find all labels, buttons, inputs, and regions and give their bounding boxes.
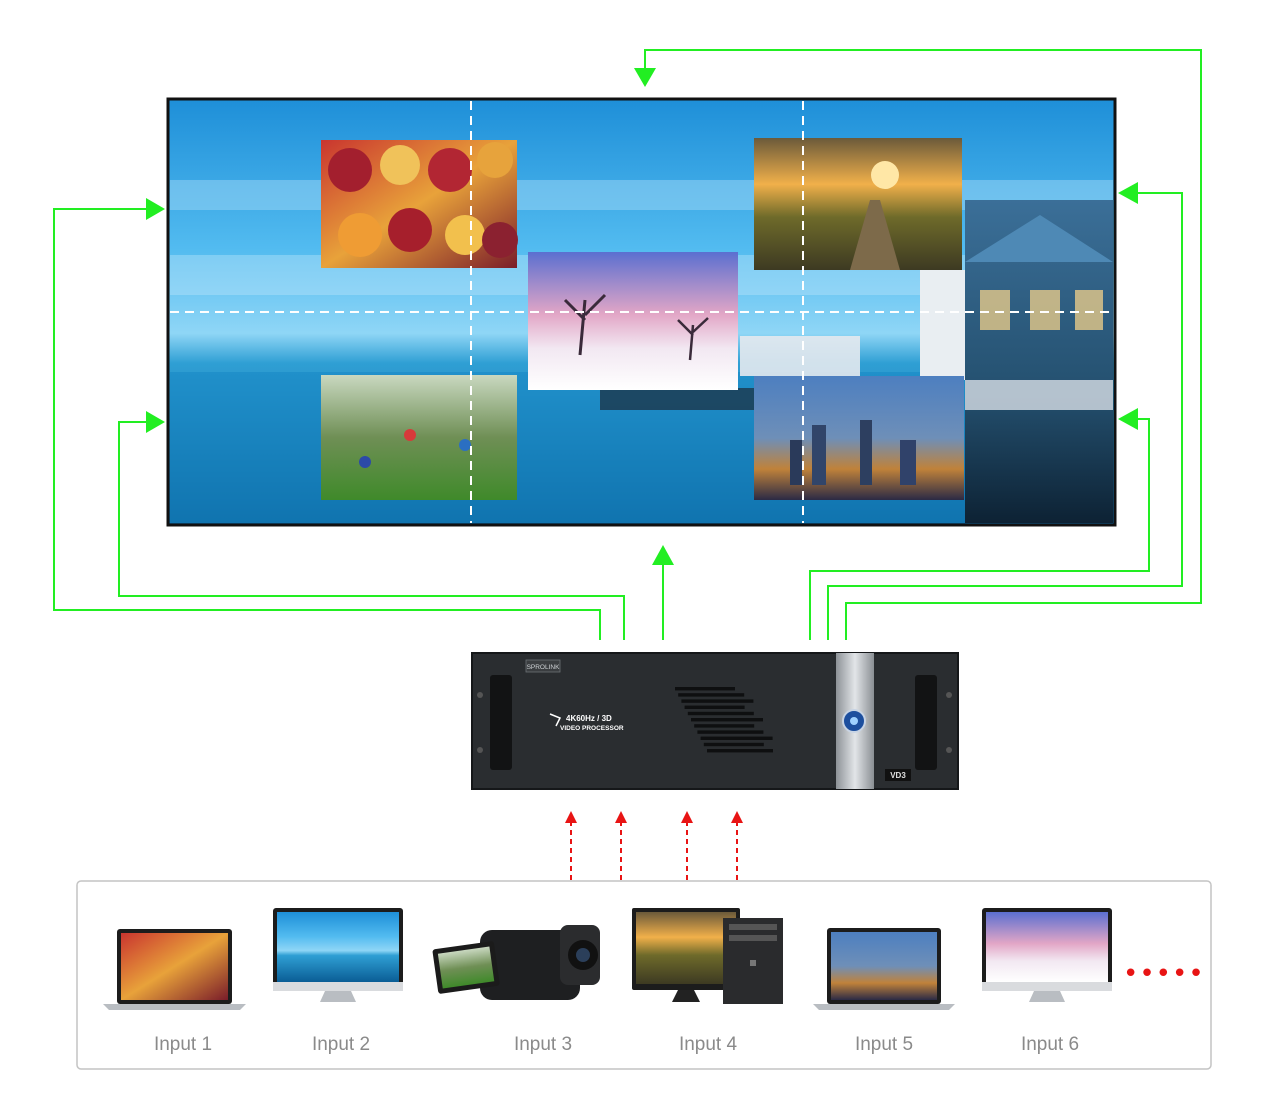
video-processor: SPROLINK 4K60Hz / 3D VIDEO PROCESSOR VD3: [471, 652, 959, 790]
v-logo-stripe: [675, 687, 735, 691]
window-city-night: [754, 376, 964, 500]
window-snow-trees: [528, 252, 738, 390]
output-signal-lines: [53, 49, 1202, 640]
spec-icon: [549, 713, 562, 727]
left-rack-handle: [490, 675, 512, 770]
input-label: Input 6: [1020, 1034, 1080, 1055]
arrow-head-up: [565, 811, 577, 823]
brand-plate: [525, 659, 561, 673]
monitor-icon: [273, 908, 403, 1002]
rack-screw: [946, 692, 952, 698]
arrow-head-up: [681, 811, 693, 823]
video-wall: [166, 97, 1117, 527]
arrow-head-right: [146, 411, 165, 433]
laptop-icon: [813, 928, 955, 1010]
rack-screw: [477, 692, 483, 698]
desktop-pc-icon: [632, 908, 783, 1004]
rack-screw: [477, 747, 483, 753]
output-arrowheads: [146, 68, 1138, 565]
right-rack-handle: [915, 675, 937, 770]
window-sunset-railway: [754, 138, 962, 270]
v-logo-stripe: [703, 742, 764, 747]
rack-screw: [946, 747, 952, 753]
arrow-head-left: [1118, 408, 1138, 430]
wall-pier: [600, 388, 755, 410]
laptop-icon: [103, 929, 246, 1010]
processor-model: VD3: [890, 771, 906, 780]
v-logo-stripe: [678, 693, 745, 697]
v-logo-stripe: [697, 730, 764, 734]
arrow-head-up: [615, 811, 627, 823]
camcorder-icon: [432, 925, 600, 1000]
window-forest-kids: [321, 375, 517, 500]
arrow-head-down: [634, 68, 656, 87]
input-arrowheads: [565, 811, 743, 823]
arrow-head-up: [652, 545, 674, 565]
arrow-head-up: [731, 811, 743, 823]
v-logo-stripe: [681, 699, 754, 703]
v-logo-stripe: [694, 724, 755, 728]
model-plate: [885, 769, 911, 781]
wall-divider-lines: [170, 101, 1113, 523]
wall-building: [740, 200, 1113, 523]
v-logo-stripe: [684, 705, 745, 709]
v-logo-stripes: [675, 687, 773, 753]
input-label: Input 1: [153, 1034, 213, 1055]
input-label: Input 4: [678, 1034, 738, 1055]
input-label: Input 3: [513, 1034, 573, 1055]
v-logo-stripe: [707, 749, 773, 753]
v-logo-stripe: [700, 736, 773, 740]
window-fruit: [321, 140, 518, 268]
v-logo-stripe: [691, 718, 763, 722]
arrow-head-right: [146, 198, 165, 220]
monitor-icon: [982, 908, 1112, 1002]
input-label: Input 2: [311, 1034, 371, 1055]
processor-spec-line2: VIDEO PROCESSOR: [560, 725, 624, 732]
v-logo-stripe: [687, 711, 754, 716]
arrow-head-left: [1118, 182, 1138, 204]
power-button-glow: [850, 717, 858, 725]
processor-spec-line1: 4K60Hz / 3D: [566, 714, 612, 723]
processor-brand: SPROLINK: [527, 664, 561, 671]
input-signal-lines: [570, 822, 738, 880]
more-inputs-ellipsis: •••••: [1123, 959, 1205, 989]
input-label: Input 5: [854, 1034, 914, 1055]
